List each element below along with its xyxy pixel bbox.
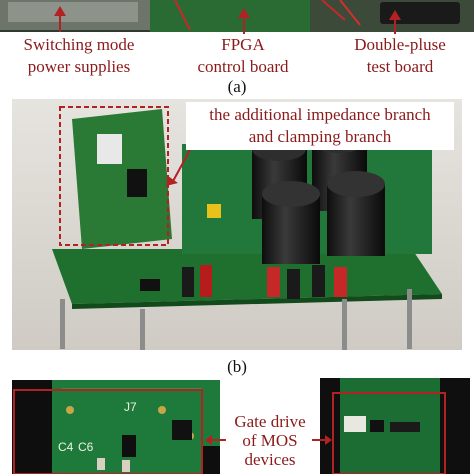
annotation-b-line1: the additional impedance branch xyxy=(209,105,431,124)
panel-a-arrows xyxy=(54,6,401,34)
fpga-label-line2: control board xyxy=(197,57,289,76)
annotation-c: Gate drive of MOS devices xyxy=(224,412,316,469)
double-pulse-label-line2: test board xyxy=(366,57,434,76)
caption-a: (a) xyxy=(227,77,247,96)
annotation-c-line1: Gate drive xyxy=(234,412,306,431)
silk-j7: J7 xyxy=(124,400,137,414)
silk-c4: C4 xyxy=(58,440,74,454)
annotation-c-line2: of MOS xyxy=(242,431,298,450)
caption-b: (b) xyxy=(227,357,247,376)
annotation-b-line2: and clamping branch xyxy=(248,127,392,146)
smps-label-line1: Switching mode xyxy=(23,35,135,54)
smps-label: Switching mode power supplies xyxy=(4,35,154,77)
double-pulse-label: Double-pluse test board xyxy=(330,35,470,77)
annotation-c-line3: devices xyxy=(244,450,296,469)
fpga-label-line1: FPGA xyxy=(221,35,265,54)
fpga-label: FPGA control board xyxy=(178,35,308,77)
panel-a-photo xyxy=(0,0,474,32)
annotation-box-b: the additional impedance branch and clam… xyxy=(186,102,454,150)
double-pulse-label-line1: Double-pluse xyxy=(354,35,446,54)
smps-label-line2: power supplies xyxy=(27,57,131,76)
silk-c6: C6 xyxy=(78,440,94,454)
panel-c-left-photo: J7 C4 C6 xyxy=(12,380,220,474)
